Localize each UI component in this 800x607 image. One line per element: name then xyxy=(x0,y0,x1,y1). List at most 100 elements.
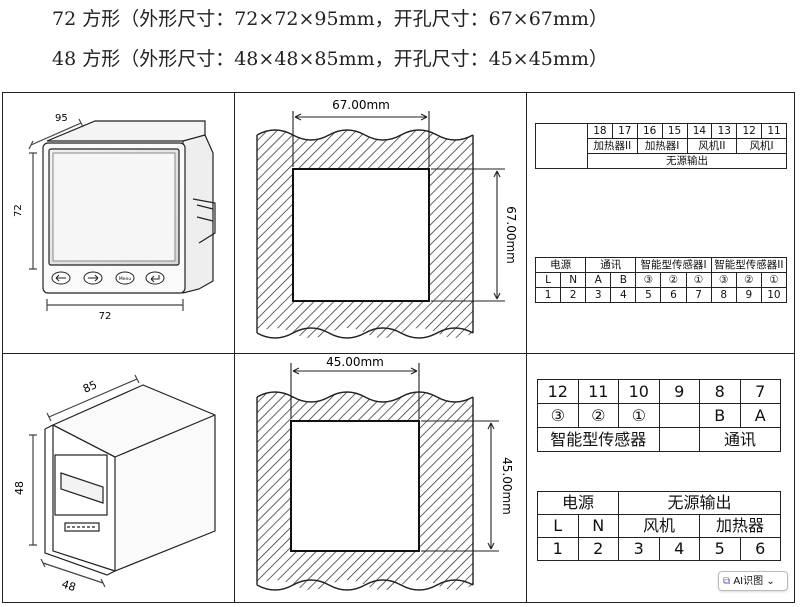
ai-scan-icon: ⧉ xyxy=(723,576,731,587)
grid-divider xyxy=(526,93,527,602)
group-label: 通讯 xyxy=(585,257,637,273)
pin-label: 加热器 xyxy=(699,514,781,538)
pin-num: 10 xyxy=(618,379,660,404)
group-label: 智能型传感器 xyxy=(537,427,660,452)
pin-label: A xyxy=(585,272,612,288)
pin-num: 11 xyxy=(577,379,619,404)
table-row: ③ ② ① B A xyxy=(537,403,781,428)
dim-depth-85: 85 xyxy=(81,378,99,396)
terminal-48-bottom-table: 电源 无源输出 L N 风机 加热器 1 2 3 4 5 6 xyxy=(537,491,781,561)
device-72-drawing: Menu 95 72 72 xyxy=(3,93,233,352)
pin-label: ① xyxy=(760,272,788,288)
pin-label: B xyxy=(699,403,741,428)
pin-num: 9 xyxy=(658,379,700,404)
pin-num: 2 xyxy=(560,287,587,303)
pin-label: ① xyxy=(618,403,660,428)
pin-num: 17 xyxy=(611,123,638,139)
chevron-down-icon: ⌄ xyxy=(766,576,775,587)
dim-height-48: 48 xyxy=(13,481,26,495)
terminal-72-top-table: 18 17 16 15 14 13 12 11 加热器II 加热器I 风机II … xyxy=(535,123,787,169)
cutout-48-drawing: 45.00mm 45.00mm xyxy=(235,355,525,602)
menu-button-label: Menu xyxy=(119,276,132,282)
group-label: 智能型传感器I xyxy=(635,257,712,273)
pin-num: 6 xyxy=(739,537,781,561)
headline-48: 48 方形（外形尺寸：48×48×85mm，开孔尺寸：45×45mm） xyxy=(52,48,608,70)
table-row: L N A B ③ ② ① ③ ② ① xyxy=(534,272,788,288)
grid-divider xyxy=(234,93,235,602)
table-row: 电源 无源输出 xyxy=(537,491,781,515)
pin-num: 3 xyxy=(585,287,612,303)
pin-label: ② xyxy=(660,272,687,288)
group-label: 无源输出 xyxy=(587,153,787,169)
pin-num: 14 xyxy=(686,123,713,139)
pin-num: 10 xyxy=(760,287,788,303)
pin-num: 6 xyxy=(660,287,687,303)
cutout-hole xyxy=(290,420,420,552)
spec-grid: Menu 95 72 72 xyxy=(2,92,795,603)
dim-depth-95: 95 xyxy=(55,113,68,124)
pin-label: 加热器I xyxy=(636,138,688,154)
pin-label: A xyxy=(739,403,781,428)
table-cell xyxy=(535,123,588,154)
pin-label: N xyxy=(577,514,619,538)
cutout-72-height-label: 67.00mm xyxy=(504,206,518,264)
pin-num: 2 xyxy=(577,537,619,561)
terminal-48-top-table: 12 11 10 9 8 7 ③ ② ① B A 智能型传感器 通讯 xyxy=(537,379,781,452)
pin-num: 1 xyxy=(534,287,562,303)
table-row: 1 2 3 4 5 6 xyxy=(537,537,781,561)
pin-num: 18 xyxy=(587,123,613,139)
table-cell xyxy=(535,153,588,169)
pin-label: ② xyxy=(577,403,619,428)
table-row: 加热器II 加热器I 风机II 风机I xyxy=(536,138,787,154)
pin-num: 4 xyxy=(658,537,700,561)
grid-divider xyxy=(3,353,794,354)
pin-label: 风机I xyxy=(736,138,787,154)
table-row: 18 17 16 15 14 13 12 11 xyxy=(535,123,787,154)
pin-num: 12 xyxy=(537,379,579,404)
dim-width-72: 72 xyxy=(99,311,112,322)
table-cell xyxy=(658,427,700,452)
table-row: 无源输出 xyxy=(535,153,787,169)
pin-label: ③ xyxy=(710,272,737,288)
pin-label: L xyxy=(537,514,579,538)
terminal-48-panel: 12 11 10 9 8 7 ③ ② ① B A 智能型传感器 通讯 xyxy=(527,355,793,602)
group-label: 电源 xyxy=(537,491,619,515)
cutout-72-width-label: 67.00mm xyxy=(332,98,390,112)
cutout-hole xyxy=(292,168,430,302)
table-row: 1 2 3 4 5 6 7 8 9 10 xyxy=(534,287,788,303)
pin-label: ③ xyxy=(537,403,579,428)
ai-recognize-label: AI识图 xyxy=(733,576,764,587)
pin-num: 8 xyxy=(710,287,737,303)
pin-label: ① xyxy=(685,272,712,288)
device-48-drawing: 85 48 48 xyxy=(3,355,233,602)
terminal-72-bottom-table: 电源 通讯 智能型传感器I 智能型传感器II L N A B ③ ② ① ③ ②… xyxy=(534,257,788,303)
group-label: 无源输出 xyxy=(618,491,781,515)
dim-height-72: 72 xyxy=(13,204,24,217)
pin-num: 3 xyxy=(618,537,660,561)
pin-label: B xyxy=(610,272,637,288)
table-row: 12 11 10 9 8 7 xyxy=(537,379,781,404)
pin-num: 5 xyxy=(699,537,741,561)
pin-label: 风机II xyxy=(686,138,738,154)
pin-num: 12 xyxy=(736,123,763,139)
terminal-72-panel: 18 17 16 15 14 13 12 11 加热器II 加热器I 风机II … xyxy=(527,93,793,352)
pin-num: 9 xyxy=(735,287,762,303)
ai-recognize-button[interactable]: ⧉ AI识图 ⌄ xyxy=(718,571,788,591)
pin-num: 15 xyxy=(661,123,688,139)
pin-num: 7 xyxy=(739,379,781,404)
cutout-72-drawing: 67.00mm 67.00mm xyxy=(235,93,525,352)
front-buttons: Menu xyxy=(51,271,165,285)
table-row: L N 风机 加热器 xyxy=(537,514,781,538)
pin-num: 13 xyxy=(711,123,738,139)
pin-num: 4 xyxy=(610,287,637,303)
cutout-48-width-label: 45.00mm xyxy=(326,355,384,369)
headline-72: 72 方形（外形尺寸：72×72×95mm，开孔尺寸：67×67mm） xyxy=(52,8,608,30)
pin-label: ③ xyxy=(635,272,662,288)
group-label: 智能型传感器II xyxy=(710,257,788,273)
pin-num: 5 xyxy=(635,287,662,303)
group-label: 电源 xyxy=(534,257,587,273)
pin-label: ② xyxy=(735,272,762,288)
cutout-48-height-label: 45.00mm xyxy=(500,457,514,515)
pin-label xyxy=(658,403,700,428)
pin-num: 8 xyxy=(699,379,741,404)
